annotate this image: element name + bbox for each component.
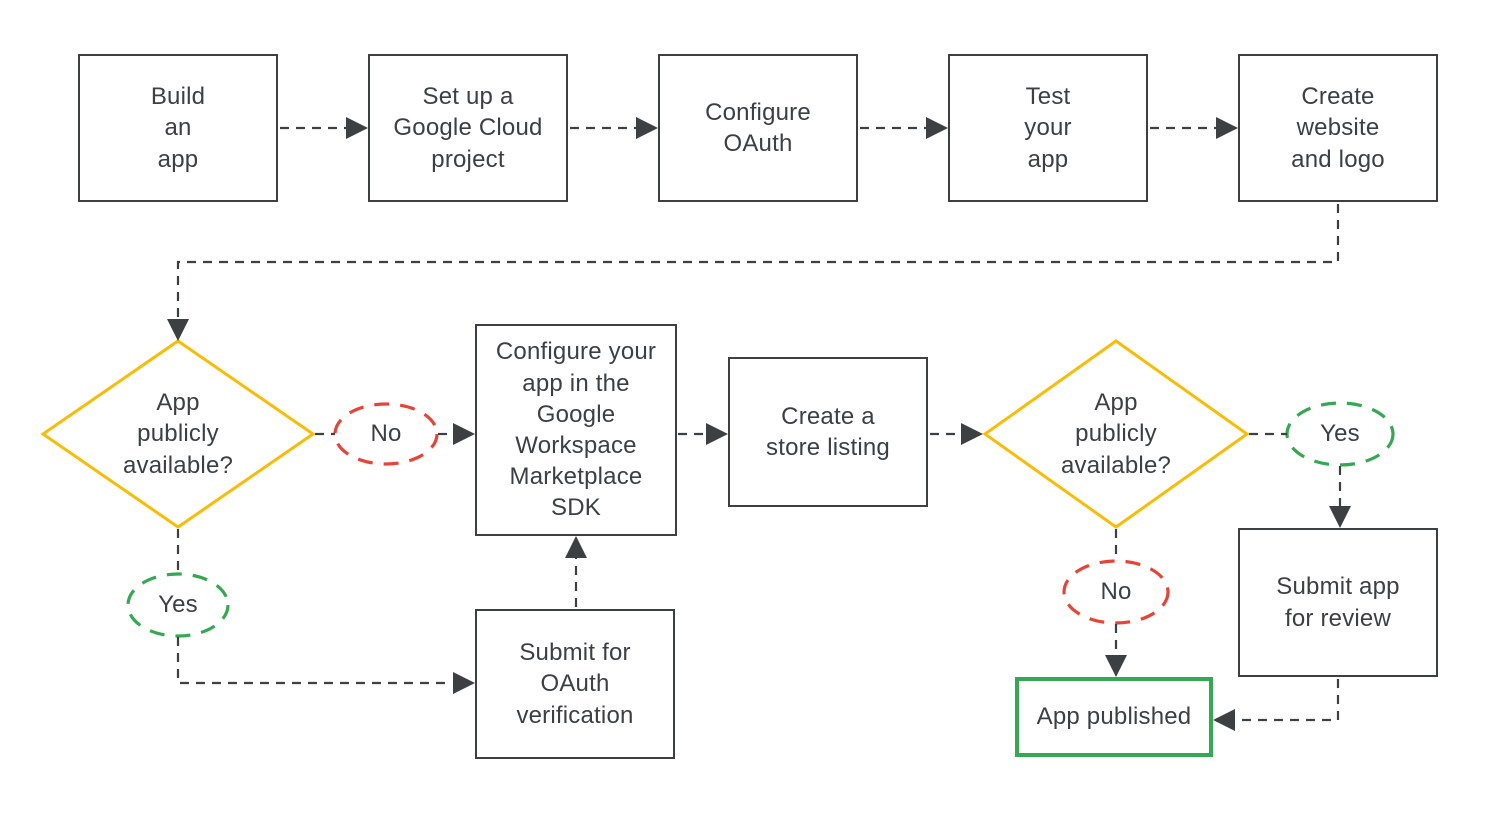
node-test-app-label: Test your app <box>1024 83 1072 173</box>
no-pill-2 <box>1062 559 1170 625</box>
node-build-app-label: Build an app <box>150 83 206 173</box>
node-configure-oauth-label: Configure OAuth <box>705 98 811 157</box>
edge-review-to-published <box>1237 679 1340 722</box>
yes-pill-2 <box>1285 401 1395 467</box>
edge-website-to-decision1 <box>176 204 1340 319</box>
edge-yes1-to-submitoauth <box>176 637 451 685</box>
node-submit-oauth-label: Submit for OAuth verification <box>516 639 634 729</box>
node-configure-sdk-label: Configure your app in the Google Workspa… <box>495 338 657 522</box>
arrowhead-no2-published <box>1105 655 1127 677</box>
arrowhead-setup-oauth <box>636 117 658 139</box>
arrowhead-oauth-test <box>926 117 948 139</box>
arrowhead-build-setup <box>346 117 368 139</box>
node-setup-project-label: Set up a Google Cloud project <box>393 83 543 173</box>
arrowhead-yes2-review <box>1329 506 1351 528</box>
node-configure-sdk: Configure your app in the Google Workspa… <box>475 324 677 536</box>
node-store-listing-label: Create a store listing <box>766 402 890 461</box>
arrowhead-submitoauth-sdk <box>565 536 587 558</box>
node-app-published-label: App published <box>1036 703 1192 731</box>
node-submit-oauth: Submit for OAuth verification <box>475 609 675 759</box>
node-store-listing: Create a store listing <box>728 357 928 507</box>
arrowhead-into-decision1 <box>167 319 189 341</box>
node-test-app: Test your app <box>948 54 1148 202</box>
arrowhead-store-decision2 <box>961 423 983 445</box>
arrowhead-yes1-submitoauth <box>453 672 475 694</box>
arrowhead-test-website <box>1216 117 1238 139</box>
arrowhead-review-published <box>1213 709 1235 731</box>
arrowhead-sdk-store <box>706 423 728 445</box>
node-submit-review: Submit app for review <box>1238 528 1438 677</box>
arrowhead-no1-sdk <box>453 423 475 445</box>
node-app-published: App published <box>1015 677 1213 757</box>
node-create-website-label: Create website and logo <box>1291 83 1385 173</box>
node-build-app: Build an app <box>78 54 278 202</box>
node-setup-project: Set up a Google Cloud project <box>368 54 568 202</box>
node-submit-review-label: Submit app for review <box>1276 573 1400 632</box>
no-pill-1 <box>333 402 439 466</box>
node-create-website: Create website and logo <box>1238 54 1438 202</box>
decision-diamond-1 <box>40 339 316 529</box>
node-configure-oauth: Configure OAuth <box>658 54 858 202</box>
yes-pill-1 <box>126 572 230 638</box>
decision-diamond-2 <box>982 339 1250 529</box>
